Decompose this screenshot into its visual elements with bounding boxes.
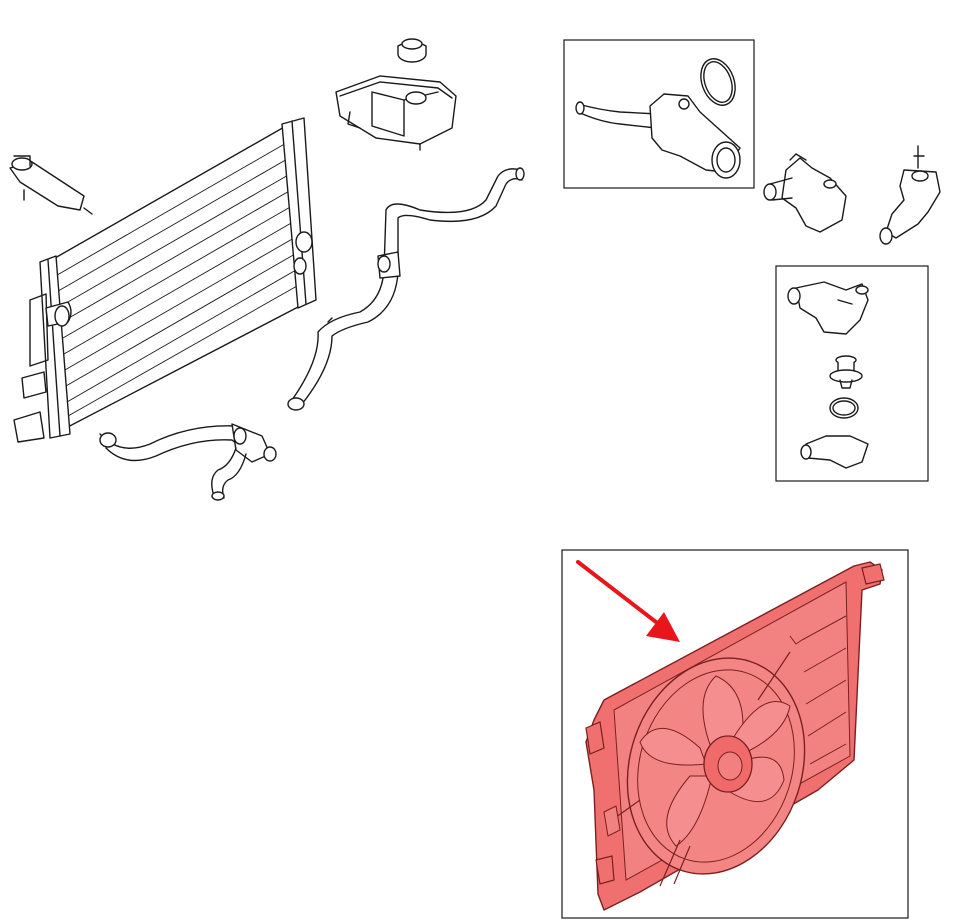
fan-inset-frame	[561, 549, 909, 919]
pointer-arrow	[576, 560, 680, 642]
hose-icon	[99, 423, 277, 501]
cooling-fan-icon	[585, 561, 885, 911]
water-outlet-icon	[879, 145, 941, 245]
bracket-icon	[9, 155, 93, 215]
water-outlet-icon	[763, 153, 847, 233]
thermostat-kit-icon	[787, 281, 869, 469]
reservoir-tank-icon	[335, 75, 457, 151]
thermostat-housing-icon	[575, 58, 741, 179]
inset-frame	[775, 265, 929, 482]
inset-frame	[563, 39, 755, 189]
hose-icon	[287, 167, 525, 411]
cap-icon	[397, 38, 427, 63]
radiator-icon	[13, 117, 317, 443]
